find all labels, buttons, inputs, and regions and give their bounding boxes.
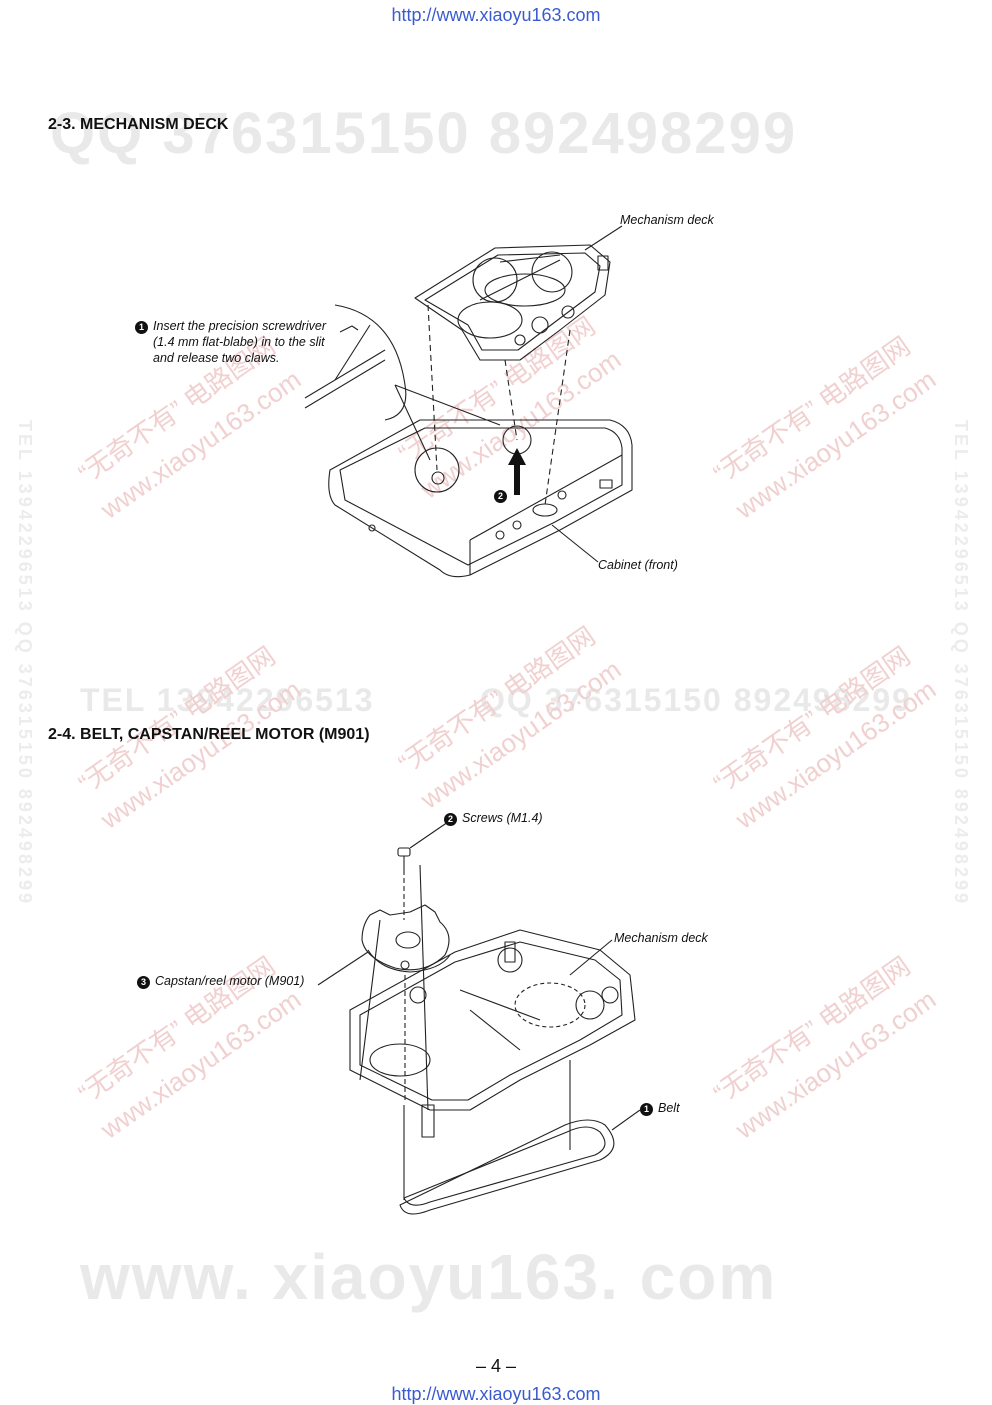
section-title-mechanism-deck: 2-3. MECHANISM DECK [48,116,229,133]
belt-drawing [399,1119,615,1215]
step-1-marker-belt: 1 [640,1103,653,1116]
step-2-marker-bottom: 2 [444,813,457,826]
watermark-vertical-right: TEL 13942296513 QQ 376315150 892498299 [951,420,971,906]
watermark-qq-mid: QQ 376315150 892498299 [480,682,912,718]
watermark-www-bottom: www. xiaoyu163. com [80,1241,778,1313]
step-1-marker: 1 [135,321,148,334]
step-2-marker-top: 2 [494,486,512,504]
callout-mechanism-deck-top: Mechanism deck [620,213,714,227]
motor-drawing [361,904,451,973]
step-3-marker: 3 [137,976,150,989]
step1-line2: (1.4 mm flat-blabe) in to the slit [153,335,325,349]
callout-step1: 1 Insert the precision screwdriver [135,318,326,334]
mechanism-deck-top-drawing [414,244,611,361]
header-url-link[interactable]: http://www.xiaoyu163.com [391,5,601,25]
footer-url-link[interactable]: http://www.xiaoyu163.com [391,1384,601,1404]
watermark-vertical-left: TEL 13942296513 QQ 376315150 892498299 [15,420,35,906]
page-number: – 4 – [475,1356,517,1376]
callout-cabinet-front: Cabinet (front) [598,558,678,572]
step1-line1: Insert the precision screwdriver [153,319,326,333]
section-title-belt-motor: 2-4. BELT, CAPSTAN/REEL MOTOR (M901) [48,726,370,743]
screw-drawing [397,847,411,870]
lift-arrow-icon [508,448,526,495]
cabinet-front-drawing [328,419,633,578]
callout-mechanism-deck-bottom: Mechanism deck [614,931,708,945]
step1-line3: and release two claws. [153,351,280,365]
watermark-qq-top: QQ 376315150 892498299 [50,101,798,166]
watermark-tel-mid: TEL 13942296513 [80,682,375,718]
mechanism-deck-bottom-drawing [349,929,636,1138]
